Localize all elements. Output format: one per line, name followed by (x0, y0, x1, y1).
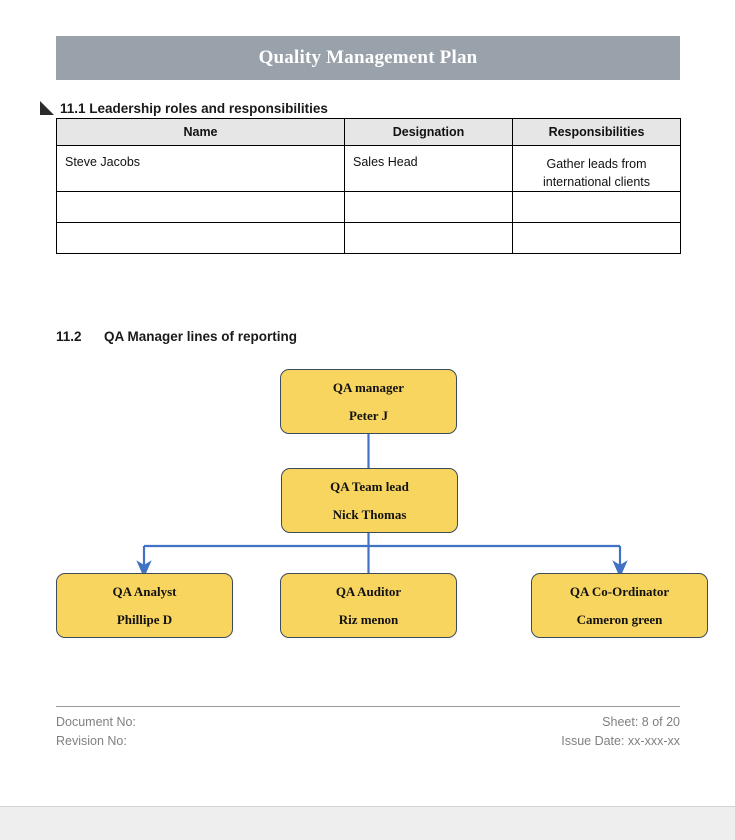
table-row[interactable]: Steve Jacobs Sales Head Gather leads fro… (56, 144, 681, 193)
page-title: Quality Management Plan (258, 47, 478, 68)
footer-left: Document No: Revision No: (56, 713, 136, 752)
org-node-role: QA Co-Ordinator (569, 583, 670, 599)
collapse-triangle-icon[interactable] (40, 100, 54, 115)
footer-right: Sheet: 8 of 20 Issue Date: xx-xxx-xx (561, 713, 680, 752)
table-header-designation: Designation (344, 118, 513, 146)
org-node-qa-manager[interactable]: QA manager Peter J (280, 369, 457, 434)
footer-issue-date: Issue Date: xx-xxx-xx (561, 734, 680, 749)
footer-sheet: Sheet: 8 of 20 (602, 715, 680, 729)
footer-document-no: Document No: (56, 715, 136, 729)
table-row[interactable] (56, 191, 681, 224)
document-page: Quality Management Plan 11.1 Leadership … (0, 36, 735, 752)
cell-text (57, 192, 344, 201)
table-cell-responsibilities[interactable] (512, 191, 681, 224)
cell-text (513, 192, 680, 201)
org-chart: QA manager Peter J QA Team lead Nick Tho… (0, 355, 735, 655)
section-112-heading: 11.2 QA Manager lines of reporting (56, 329, 297, 344)
page-footer: Document No: Revision No: Sheet: 8 of 20… (56, 706, 680, 752)
org-node-role: QA manager (332, 379, 405, 395)
table-cell-name[interactable] (56, 222, 345, 255)
section-112-heading-label: QA Manager lines of reporting (104, 329, 298, 344)
cell-text: Steve Jacobs (65, 155, 141, 169)
table-cell-responsibilities[interactable] (512, 222, 681, 255)
org-node-person: Riz menon (338, 611, 399, 627)
table-header-name: Name (56, 118, 345, 146)
table-cell-name[interactable] (56, 191, 345, 224)
page-gap (0, 806, 735, 840)
org-node-role: QA Auditor (335, 583, 402, 599)
cell-text: Gather leads from international clients (542, 157, 650, 190)
table-cell-designation[interactable] (344, 191, 513, 224)
table-header-row: Name Designation Responsibilities (56, 118, 681, 146)
org-node-qa-coordinator[interactable]: QA Co-Ordinator Cameron green (531, 573, 708, 638)
org-node-person: Phillipe D (116, 611, 173, 627)
org-node-role: QA Analyst (112, 583, 177, 599)
cell-text (513, 223, 680, 232)
cell-text (57, 223, 344, 232)
cell-text (345, 192, 512, 201)
table-header-responsibilities: Responsibilities (512, 118, 681, 146)
footer-revision-no: Revision No: (56, 734, 127, 749)
table-cell-name[interactable]: Steve Jacobs (56, 144, 345, 193)
table-row[interactable] (56, 222, 681, 255)
document-title-banner: Quality Management Plan (56, 36, 680, 80)
org-node-person: Peter J (348, 407, 389, 423)
org-node-person: Cameron green (576, 611, 663, 627)
org-node-qa-analyst[interactable]: QA Analyst Phillipe D (56, 573, 233, 638)
leadership-roles-table: Name Designation Responsibilities Steve … (56, 118, 681, 255)
org-node-role: QA Team lead (330, 478, 409, 494)
cell-text: Sales Head (353, 155, 418, 169)
table-cell-designation[interactable] (344, 222, 513, 255)
cell-text (345, 223, 512, 232)
org-node-qa-auditor[interactable]: QA Auditor Riz menon (280, 573, 457, 638)
table-cell-designation[interactable]: Sales Head (344, 144, 513, 193)
section-112-number: 11.2 (56, 329, 82, 344)
table-cell-responsibilities[interactable]: Gather leads from international clients (512, 144, 681, 193)
org-node-person: Nick Thomas (332, 506, 407, 522)
org-node-qa-team-lead[interactable]: QA Team lead Nick Thomas (281, 468, 458, 533)
section-111-heading[interactable]: 11.1 Leadership roles and responsibiliti… (40, 100, 328, 116)
org-chart-connectors (136, 434, 628, 578)
section-111-heading-label: 11.1 Leadership roles and responsibiliti… (60, 101, 328, 116)
